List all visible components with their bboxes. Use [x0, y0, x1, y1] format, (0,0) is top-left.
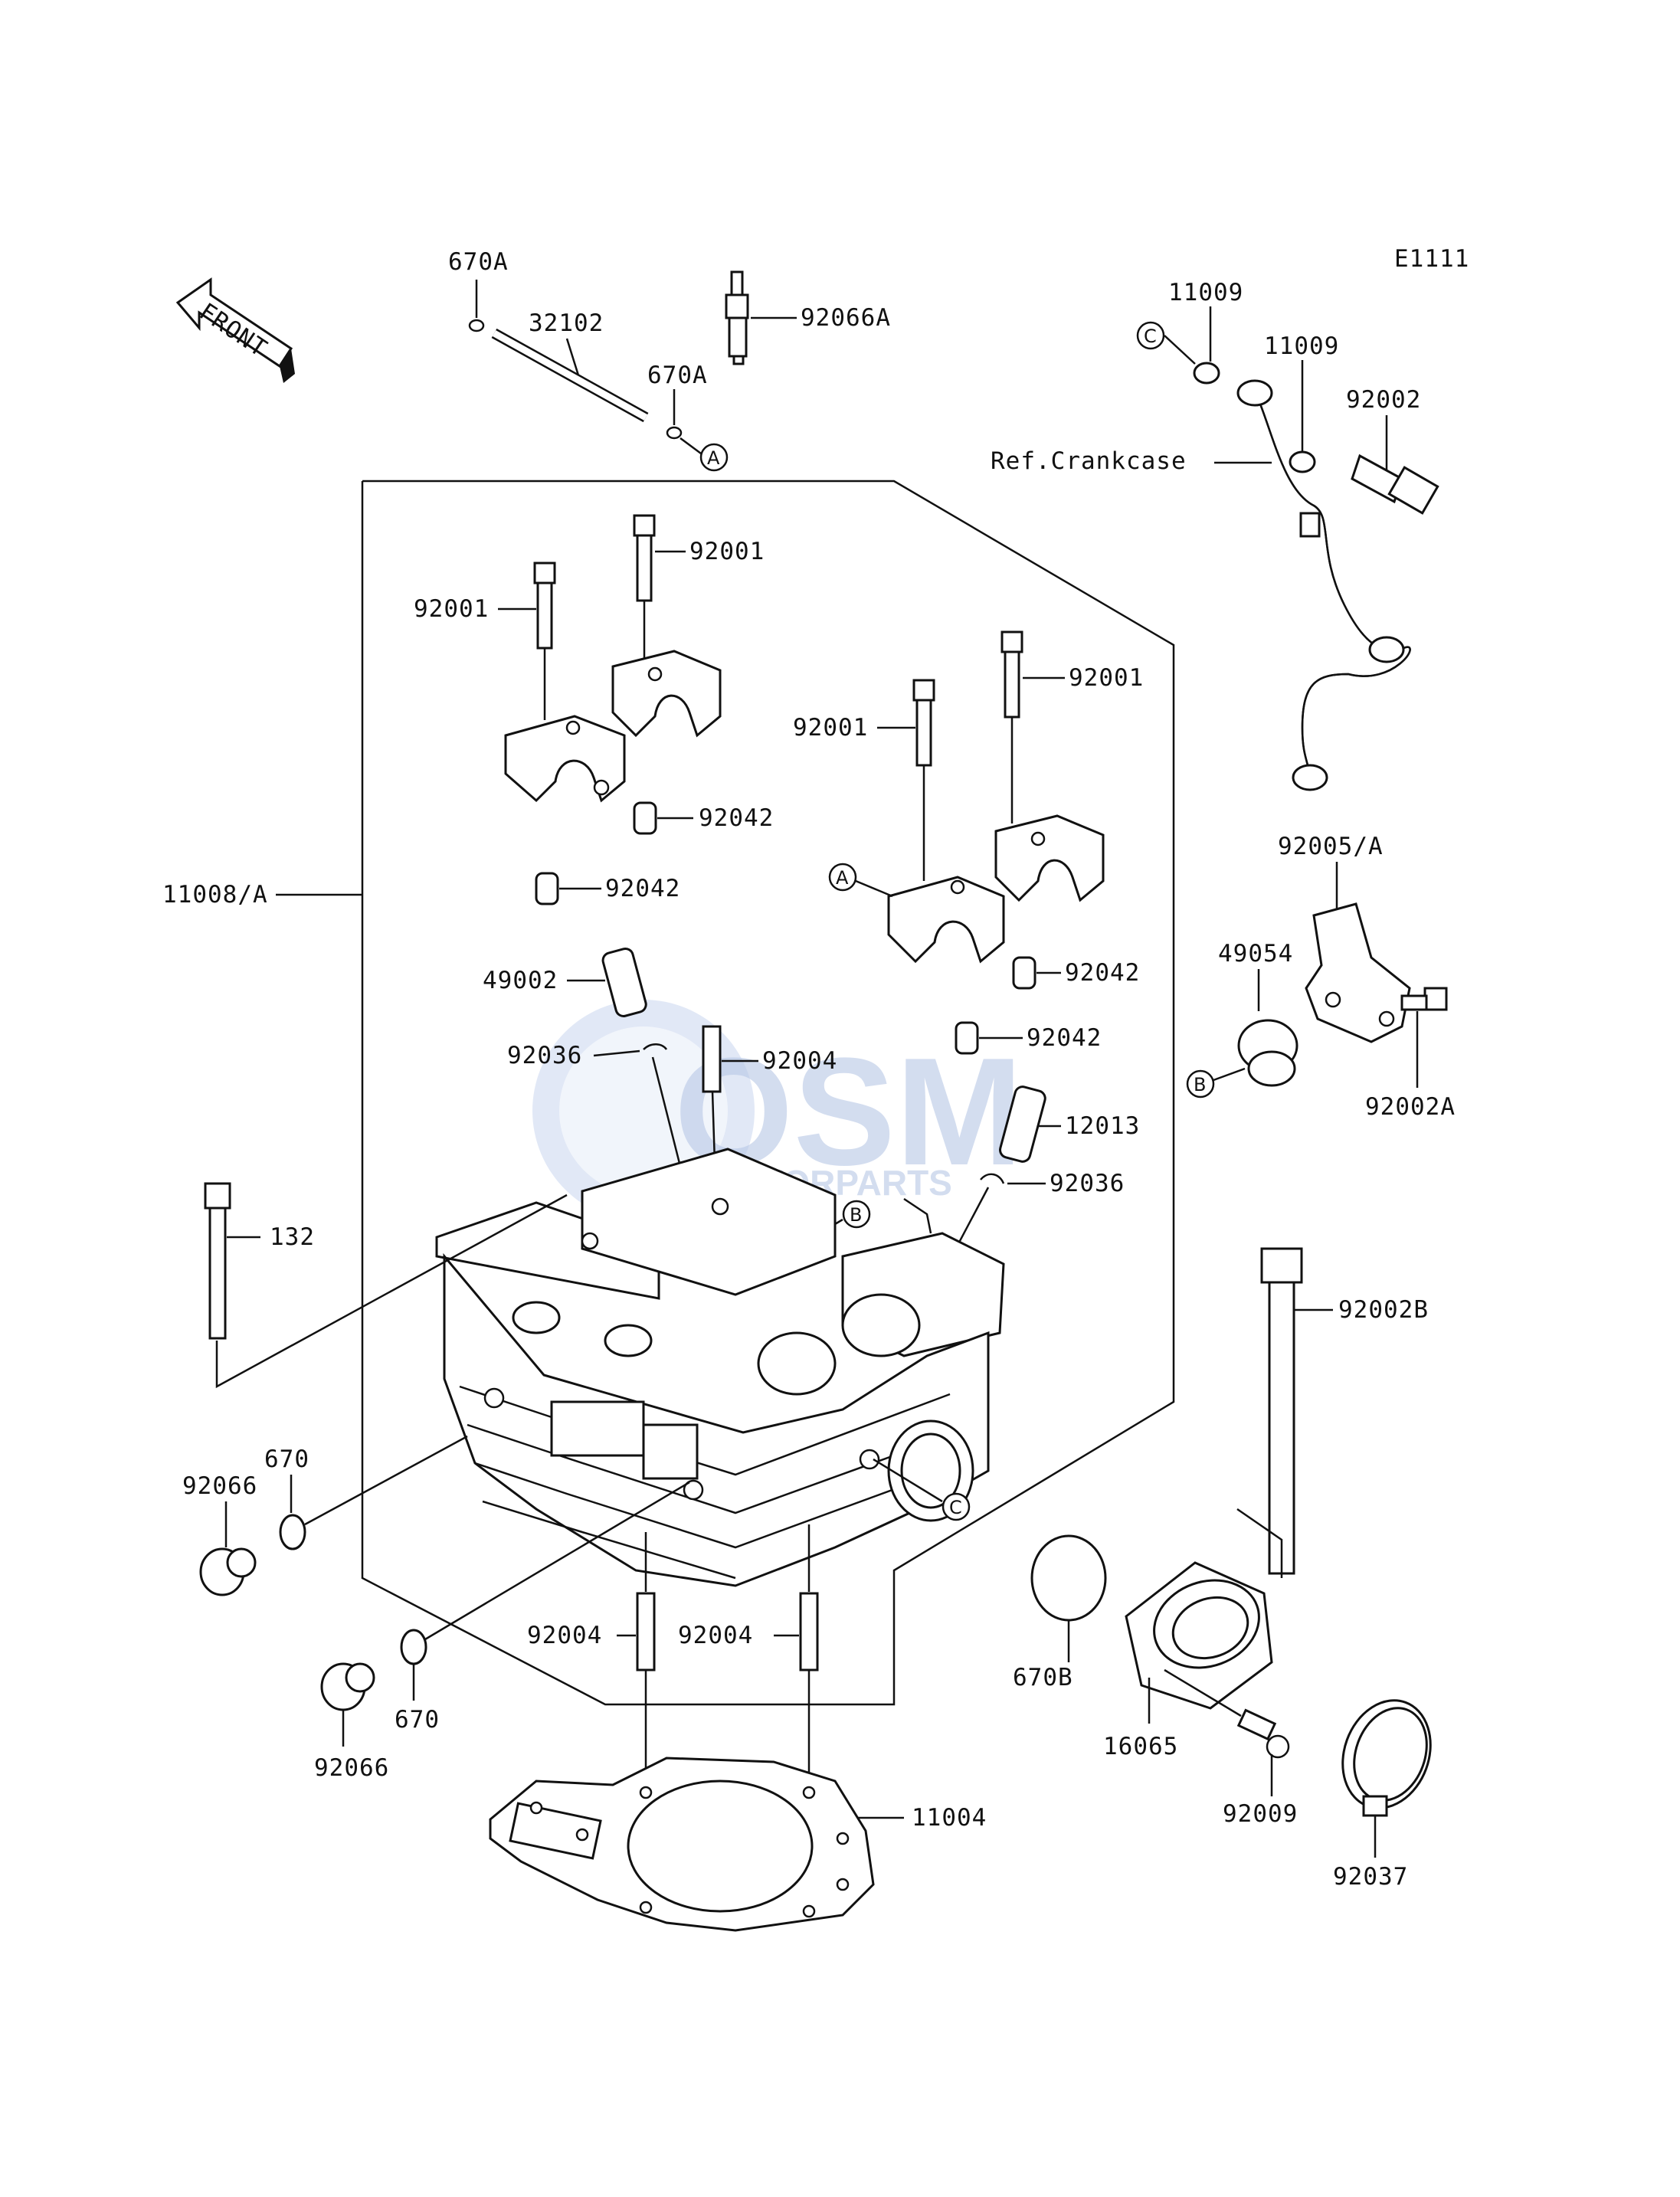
label-49054: 49054 — [1218, 940, 1293, 968]
label-11008A: 11008/A — [162, 881, 268, 909]
guide-49002 — [601, 948, 647, 1017]
label-16065: 16065 — [1103, 1733, 1178, 1760]
dowel-92042-c — [1012, 956, 1036, 990]
label-92036-a: 92036 — [507, 1042, 582, 1069]
bolt-132 — [204, 1182, 231, 1340]
clip-92036-b — [980, 1173, 1005, 1184]
label-92042-a: 92042 — [699, 804, 774, 832]
label-92002B: 92002B — [1338, 1296, 1429, 1324]
washer-11009-a — [1193, 362, 1220, 385]
label-132: 132 — [270, 1223, 315, 1251]
camshaft-cap-3 — [887, 876, 1005, 964]
label-92002A: 92002A — [1365, 1093, 1456, 1121]
bolt-92002A — [1400, 987, 1448, 1011]
guide-12013 — [999, 1085, 1046, 1163]
label-92001-d: 92001 — [1069, 664, 1144, 692]
cylinder-head-11008A — [435, 1148, 1005, 1587]
fitting-92005A — [1305, 902, 1411, 1043]
dowel-92042-d — [955, 1021, 979, 1055]
clamp-92037 — [1341, 1699, 1432, 1817]
pipe-32102 — [468, 319, 683, 440]
bolt-92001-a — [533, 562, 556, 650]
label-670A-mid: 670A — [647, 362, 708, 389]
callout-B-right: B — [1186, 1069, 1215, 1098]
oring-670B — [1030, 1534, 1107, 1622]
label-92004-r: 92004 — [678, 1622, 753, 1649]
callout-A-mid: A — [828, 863, 857, 892]
svg-text:B: B — [850, 1204, 862, 1226]
label-11009-b: 11009 — [1264, 332, 1339, 360]
stud-92004-top — [702, 1025, 722, 1093]
label-92004-l: 92004 — [527, 1622, 602, 1649]
camshaft-cap-4 — [994, 814, 1105, 902]
head-assembly-outline — [361, 480, 1175, 1706]
washer-11009-b — [1289, 450, 1316, 473]
label-92066-b: 92066 — [314, 1754, 389, 1782]
bolt-92001-d — [1000, 630, 1023, 719]
svg-text:C: C — [949, 1497, 962, 1518]
stud-92004-r — [799, 1592, 819, 1671]
label-92001-c: 92001 — [793, 714, 868, 742]
svg-text:B: B — [1194, 1074, 1206, 1095]
label-92042-d: 92042 — [1027, 1024, 1102, 1052]
front-arrow-icon: FRONT — [175, 277, 295, 383]
label-92037: 92037 — [1333, 1863, 1408, 1891]
callout-C-top: C — [1136, 321, 1165, 350]
diagram-code: E1111 — [1394, 245, 1469, 273]
camshaft-cap-1 — [504, 715, 626, 803]
ref-note: Ref.Crankcase — [991, 447, 1187, 475]
clip-92036-a — [643, 1043, 668, 1050]
label-670-b: 670 — [395, 1706, 440, 1734]
label-670B: 670B — [1013, 1664, 1073, 1691]
stud-92004-l — [636, 1592, 656, 1671]
oring-670-b — [400, 1629, 427, 1665]
label-92004-top: 92004 — [762, 1047, 837, 1075]
plug-49054 — [1237, 1019, 1298, 1087]
svg-text:A: A — [707, 447, 720, 469]
callout-C-mid: C — [942, 1492, 971, 1521]
label-670A-top: 670A — [448, 248, 509, 276]
plug-92066-b — [320, 1662, 375, 1711]
bolt-92001-b — [633, 514, 656, 602]
label-92005A: 92005/A — [1278, 833, 1384, 860]
bolt-92002B — [1260, 1247, 1303, 1575]
label-11009-a: 11009 — [1168, 279, 1243, 306]
label-92066A: 92066A — [801, 304, 891, 332]
carb-holder-16065 — [1125, 1561, 1273, 1710]
label-49002: 49002 — [483, 967, 558, 994]
callout-B-mid: B — [842, 1200, 871, 1229]
label-32102: 32102 — [529, 309, 604, 337]
gasket-11004 — [489, 1757, 875, 1932]
svg-text:C: C — [1144, 326, 1157, 347]
dowel-92042-b — [535, 872, 559, 905]
callout-A-top: A — [699, 443, 729, 472]
label-92042-b: 92042 — [605, 875, 680, 902]
screw-92009 — [1236, 1708, 1290, 1759]
bolt-92002 — [1351, 453, 1439, 515]
label-92036-b: 92036 — [1050, 1170, 1125, 1197]
label-92002: 92002 — [1346, 386, 1421, 414]
label-92066-a: 92066 — [182, 1472, 257, 1500]
label-670-a: 670 — [264, 1446, 309, 1473]
label-92042-c: 92042 — [1065, 959, 1140, 987]
label-12013: 12013 — [1065, 1112, 1140, 1140]
label-92001-a: 92001 — [414, 595, 489, 623]
camshaft-cap-2 — [611, 650, 722, 738]
label-11004: 11004 — [912, 1804, 987, 1832]
dowel-92042-a — [633, 801, 657, 835]
oring-670-a — [279, 1514, 306, 1550]
label-92001-b: 92001 — [689, 538, 765, 565]
bolt-92001-c — [912, 679, 935, 767]
label-92009: 92009 — [1223, 1800, 1298, 1828]
svg-text:A: A — [836, 867, 849, 889]
temp-sensor-92066A — [725, 270, 749, 365]
plug-92066-a — [199, 1547, 257, 1596]
